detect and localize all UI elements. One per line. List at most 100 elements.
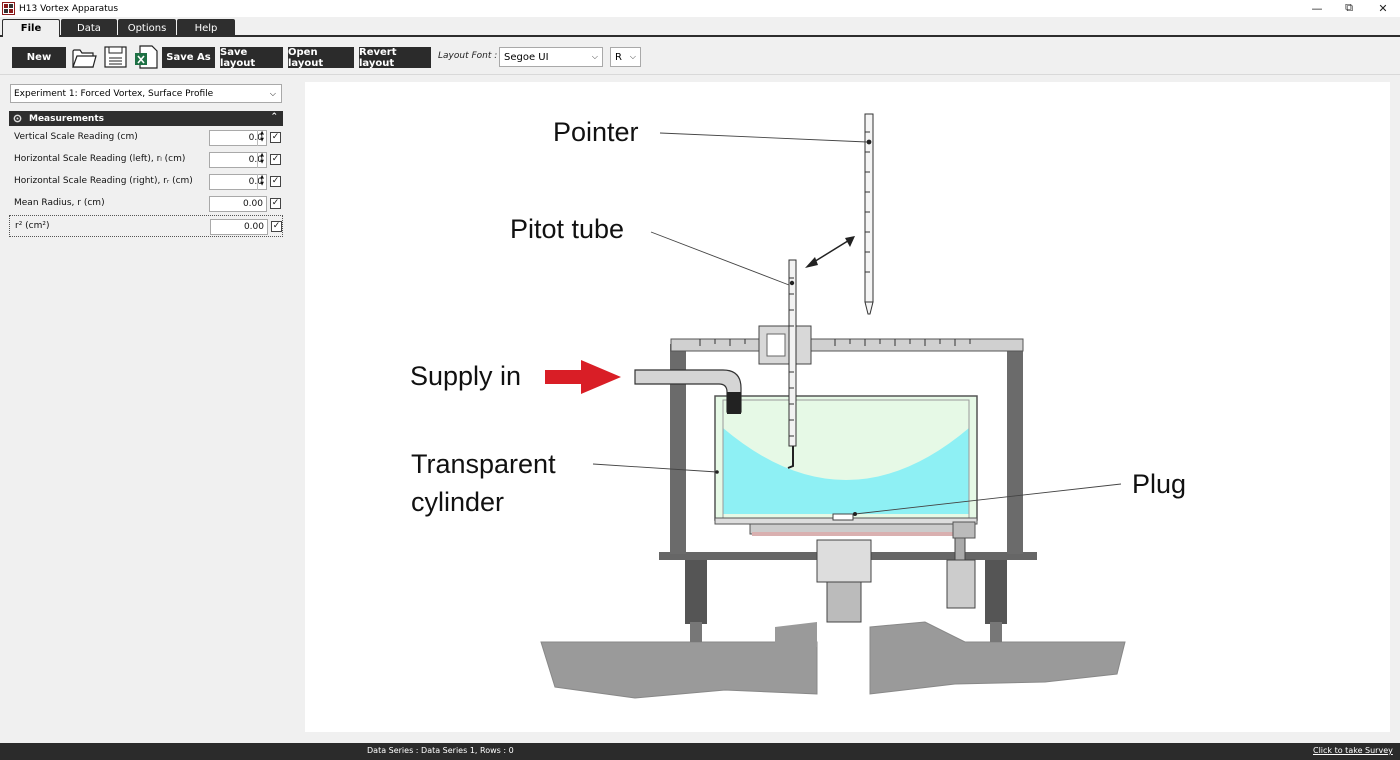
drain-valve: [946, 559, 976, 609]
mean-radius-checkbox[interactable]: ✓: [270, 198, 281, 209]
chevron-down-icon: ⌵: [591, 52, 598, 61]
apparatus-canvas: Pointer Pitot tube Supply in Transparent…: [305, 82, 1390, 732]
vortex-apparatus-diagram: Pointer Pitot tube Supply in Transparent…: [410, 113, 1186, 699]
floor-left-raised: [775, 622, 817, 647]
r-squared-value: 0.00: [210, 219, 268, 235]
plug-label: Plug: [1132, 469, 1186, 499]
cylinder-marker: [715, 470, 719, 474]
horizontal-right-checkbox[interactable]: ✓: [270, 176, 281, 187]
status-bar: Data Series : Data Series 1, Rows : 0 Cl…: [0, 743, 1400, 760]
r-squared-checkbox[interactable]: ✓: [271, 221, 282, 232]
restore-icon: ⧉: [1345, 1, 1353, 14]
layout-font-label: Layout Font :: [438, 51, 498, 61]
save-layout-button[interactable]: Save layout: [220, 47, 283, 69]
close-button[interactable]: ✕: [1366, 0, 1400, 16]
measurement-row-horizontal-right: Horizontal Scale Reading (right), rᵣ (cm…: [9, 171, 283, 193]
app-logo-icon: [2, 2, 15, 15]
pitot-tube: [788, 259, 797, 447]
frame-post-left: [670, 344, 686, 554]
layout-font-select[interactable]: Segoe UI ⌵: [499, 47, 603, 67]
measurement-label: Horizontal Scale Reading (left), rₗ (cm): [14, 154, 186, 164]
measurement-label: Vertical Scale Reading (cm): [14, 132, 138, 142]
pitot-tip: [787, 446, 794, 469]
pitot-tube-label: Pitot tube: [510, 214, 624, 244]
arrowhead-right: [845, 236, 855, 247]
tab-options[interactable]: Options: [118, 19, 176, 37]
survey-link[interactable]: Click to take Survey: [1313, 746, 1393, 755]
horizontal-left-spinner[interactable]: ▲▼: [257, 152, 266, 168]
plug-marker: [853, 512, 857, 516]
experiment-select[interactable]: Experiment 1: Forced Vortex, Surface Pro…: [10, 84, 282, 103]
pointer-label: Pointer: [553, 117, 639, 147]
save-disk-icon[interactable]: [103, 44, 129, 70]
toolbar: New Save As Save layout Open layout Reve…: [0, 39, 1400, 75]
restore-button[interactable]: ⧉: [1332, 0, 1366, 16]
measurement-label: r² (cm²): [15, 221, 50, 231]
measurements-header[interactable]: Measurements ⌃: [9, 111, 283, 126]
collapse-icon[interactable]: ⌃: [270, 112, 278, 122]
horizontal-right-input[interactable]: 0.0: [209, 174, 267, 190]
floor-left: [540, 641, 818, 699]
valve-stem: [954, 537, 966, 561]
minimize-icon: —: [1311, 1, 1323, 15]
chevron-down-icon: ⌵: [629, 52, 636, 61]
open-layout-button[interactable]: Open layout: [288, 47, 354, 69]
pointer-ticks: [865, 131, 870, 273]
horizontal-left-input[interactable]: 0.0: [209, 152, 267, 168]
measurement-label: Mean Radius, r (cm): [14, 198, 105, 208]
mean-radius-value: 0.00: [209, 196, 267, 212]
pointer-leader: [659, 132, 868, 143]
cylinder-leader: [592, 463, 718, 473]
title-bar: H13 Vortex Apparatus — ⧉ ✕: [0, 0, 1400, 17]
bearing: [952, 521, 976, 539]
leg-right: [985, 560, 1007, 624]
plug-leader: [854, 483, 1122, 515]
font-style-value: R: [615, 51, 622, 63]
supply-pipe-outlet: [727, 392, 741, 414]
revert-layout-button[interactable]: Revert layout: [359, 47, 431, 69]
supply-arrow: [545, 360, 621, 394]
horizontal-right-spinner[interactable]: ▲▼: [257, 174, 266, 190]
floor-right: [869, 621, 1126, 695]
tab-data[interactable]: Data: [61, 19, 117, 37]
experiment-select-value: Experiment 1: Forced Vortex, Surface Pro…: [14, 88, 214, 99]
frame-post-right: [1007, 344, 1023, 554]
motor-body: [826, 581, 862, 623]
open-folder-icon[interactable]: [71, 44, 97, 70]
leg-foot-right: [990, 622, 1002, 642]
tab-help[interactable]: Help: [177, 19, 235, 37]
vertical-scale-spinner[interactable]: ▲▼: [257, 130, 266, 146]
horizontal-left-checkbox[interactable]: ✓: [270, 154, 281, 165]
water-surface: [723, 428, 969, 514]
minimize-button[interactable]: —: [1300, 0, 1334, 16]
left-panel: Experiment 1: Forced Vortex, Surface Pro…: [0, 76, 290, 743]
ribbon-tabs: File Data Options Help: [0, 17, 1400, 37]
transparent-cylinder-label-line1: Transparent: [411, 449, 556, 479]
leg-foot-left: [690, 622, 702, 642]
measurement-row-vertical-scale: Vertical Scale Reading (cm) 0.0 ▲▼ ✓: [9, 127, 283, 149]
pitot-leader: [650, 231, 790, 286]
pointer-marker: [866, 139, 872, 145]
font-style-select[interactable]: R ⌵: [610, 47, 641, 67]
measurement-row-horizontal-left: Horizontal Scale Reading (left), rₗ (cm)…: [9, 149, 283, 171]
pitot-marker: [789, 280, 795, 286]
measurement-row-mean-radius: Mean Radius, r (cm) 0.00 ✓: [9, 193, 283, 215]
gear-icon: [13, 114, 22, 123]
excel-export-icon[interactable]: [133, 44, 159, 70]
close-icon: ✕: [1378, 1, 1388, 15]
tab-file[interactable]: File: [2, 19, 60, 37]
measurement-label: Horizontal Scale Reading (right), rᵣ (cm…: [14, 176, 193, 186]
turntable-rim: [752, 532, 970, 536]
leg-left: [685, 560, 707, 624]
motor-housing: [816, 539, 872, 583]
vertical-scale-checkbox[interactable]: ✓: [270, 132, 281, 143]
new-button[interactable]: New: [12, 47, 66, 68]
measurement-row-r-squared: r² (cm²) 0.00 ✓: [9, 215, 283, 237]
vertical-scale-input[interactable]: 0.0: [209, 130, 267, 146]
plug-part: [832, 513, 854, 521]
status-text: Data Series : Data Series 1, Rows : 0: [367, 746, 514, 755]
save-as-button[interactable]: Save As: [162, 47, 215, 68]
scale-ticks: [699, 339, 971, 346]
transparent-cylinder-label-line2: cylinder: [411, 487, 504, 517]
